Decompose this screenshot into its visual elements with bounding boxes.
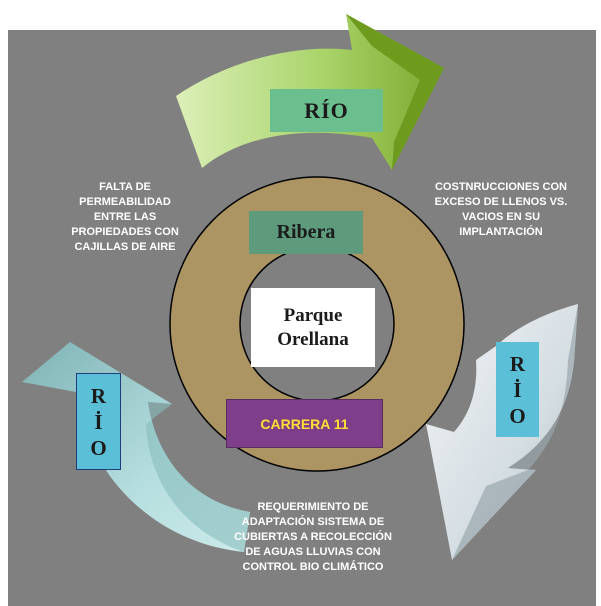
annotation-right: COSTNRUCCIONES CON EXCESO DE LLENOS VS. … [434, 181, 568, 238]
left-arrow-shade [146, 402, 250, 552]
carrera-label: CARRERA 11 [260, 415, 349, 432]
center-label-box: Parque Orellana [251, 288, 375, 367]
top-arrow-label: RÍO [304, 97, 349, 123]
left-arrow-label-box: R İ O [76, 373, 121, 470]
right-arrow-label-letter: İ [513, 377, 522, 402]
left-arrow-label-letter: R [90, 383, 107, 408]
top-arrow-shade [346, 14, 444, 170]
right-arrow-label-letter: R [509, 351, 526, 376]
annotation-bottom: REQUERIMIENTO DE ADAPTACIÓN SISTEMA DE C… [234, 501, 392, 573]
ribera-label-box: Ribera [249, 211, 363, 254]
right-arrow-shade [452, 304, 578, 560]
right-arrow-label-box: R İ O [496, 342, 539, 437]
ribera-label: Ribera [276, 221, 336, 243]
annotation-left: FALTA DE PERMEABILIDAD ENTRE LAS PROPIED… [71, 181, 179, 253]
left-arrow-label-letter: İ [94, 409, 103, 434]
right-arrow-label-letter: O [509, 403, 526, 428]
top-arrow-label-box: RÍO [270, 89, 383, 132]
center-label: Parque Orellana [277, 304, 349, 350]
carrera-label-box: CARRERA 11 [226, 399, 383, 448]
left-arrow-label-letter: O [90, 435, 107, 460]
